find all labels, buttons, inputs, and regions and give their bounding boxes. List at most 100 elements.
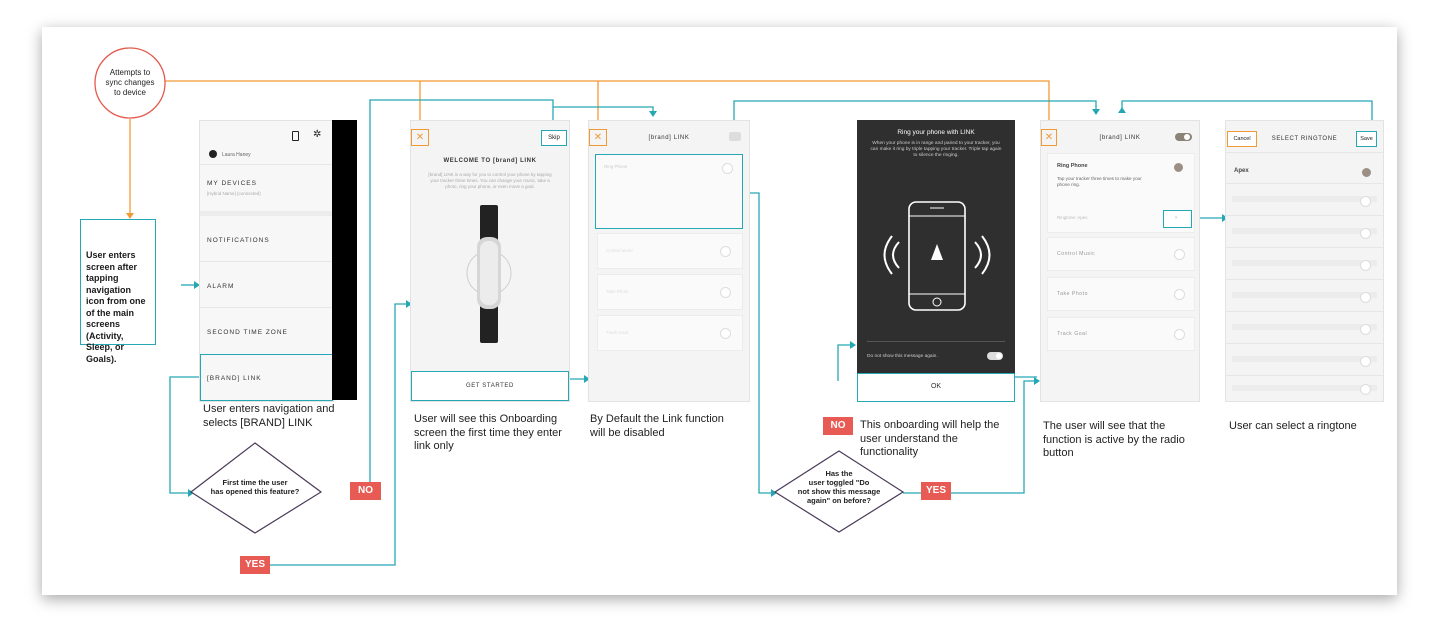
menu-notifications[interactable]: NOTIFICATIONS [207, 237, 270, 244]
onboarding-title: WELCOME TO [brand] LINK [443, 158, 537, 164]
flow-board: First time the user has opened this feat… [42, 27, 1397, 595]
screen-edge-shadow [332, 120, 357, 400]
ringtone-title: SELECT RINGTONE [1271, 136, 1338, 142]
nav-caption: User enters navigation and selects [BRAN… [203, 403, 335, 429]
menu-alarm[interactable]: ALARM [207, 283, 235, 290]
take-photo-card-title: Take Photo [606, 289, 629, 294]
phone-icon[interactable] [292, 131, 299, 141]
decision1-line2: has opened this feature? [211, 487, 300, 496]
start-line1: Attempts to [110, 68, 151, 77]
gear-icon[interactable]: ✲ [313, 129, 322, 140]
take-photo-radio[interactable] [1174, 289, 1185, 300]
take-photo-card[interactable]: Take Photo [1047, 277, 1195, 311]
ringtone-option-radio[interactable] [1360, 384, 1371, 395]
decision2-line1: Has the [825, 469, 852, 478]
control-music-card-title: Control Music [606, 248, 634, 253]
ok-button[interactable]: OK [857, 373, 1015, 402]
control-music-card[interactable]: Control Music [1047, 237, 1195, 271]
ringtone-option-radio[interactable] [1360, 324, 1371, 335]
close-icon[interactable]: ✕ [589, 129, 607, 146]
menu-second-time-zone[interactable]: SECOND TIME ZONE [207, 329, 288, 336]
user-name: Laura Haney [222, 152, 251, 158]
flow-connectors: First time the user has opened this feat… [94, 47, 1373, 566]
close-icon[interactable]: ✕ [411, 129, 429, 146]
link-disabled-screen: ✕ [brand] LINK Ring Phone Control Music … [588, 120, 750, 402]
get-started-button[interactable]: GET STARTED [411, 371, 569, 401]
ring-modal-body: When your phone is in range and paired t… [870, 141, 1002, 159]
ringtone-selected-radio[interactable] [1362, 168, 1371, 177]
watch-illustration [466, 205, 512, 343]
ring-modal-caption: This onboarding will help the user under… [860, 419, 1000, 458]
ringtone-screen: Cancel SELECT RINGTONE Save Apex [1225, 120, 1384, 402]
ringtone-option-radio[interactable] [1360, 228, 1371, 239]
onboarding-screen: ✕ Skip WELCOME TO [brand] LINK [brand] L… [410, 120, 570, 402]
modal-divider [867, 341, 1005, 342]
ringtone-select-button[interactable]: › [1163, 210, 1192, 228]
ring-phone-radio-active[interactable] [1174, 163, 1183, 172]
ringtone-option-radio[interactable] [1360, 260, 1371, 271]
badge-yes-1: YES [240, 556, 270, 574]
badge-no-1: NO [350, 482, 381, 500]
ringtone-option-radio[interactable] [1360, 356, 1371, 367]
ringtone-row-label: Ringtone: Apex [1057, 215, 1088, 220]
entry-note-box: User enters screen after tapping navigat… [80, 219, 156, 364]
device-subtitle: [Hybrid Name] (connected) [207, 191, 261, 196]
ringtone-selected[interactable]: Apex [1234, 168, 1249, 174]
ringtone-option[interactable] [1232, 196, 1377, 202]
ringtone-option-radio[interactable] [1360, 196, 1371, 207]
menu-my-devices[interactable]: MY DEVICES [207, 180, 257, 187]
link-active-title: [brand] LINK [1099, 135, 1141, 141]
ringtone-option[interactable] [1232, 292, 1377, 298]
decision2-line3: not show this message [798, 487, 881, 496]
ok-label: OK [930, 383, 942, 390]
track-goal-card[interactable]: Track Goal [1047, 317, 1195, 351]
badge-yes-2: YES [921, 482, 951, 500]
ring-modal-screen: Ring your phone with LINK When your phon… [857, 120, 1015, 373]
take-photo-title: Take Photo [1057, 291, 1088, 297]
take-photo-radio[interactable] [720, 287, 731, 298]
ring-phone-card-title: Ring Phone [604, 164, 628, 169]
ring-phone-card[interactable]: Ring Phone [595, 154, 743, 229]
onboarding-caption: User will see this Onboarding screen the… [414, 413, 562, 452]
chevron-right-icon: › [1175, 215, 1177, 221]
track-goal-radio[interactable] [1174, 329, 1185, 340]
ring-phone-radio[interactable] [722, 163, 733, 174]
control-music-card[interactable]: Control Music [597, 233, 743, 269]
ringtone-option[interactable] [1232, 385, 1377, 391]
dont-show-label: Do not show this message again. [867, 354, 938, 359]
cancel-button[interactable]: Cancel [1227, 131, 1257, 147]
ringtone-option[interactable] [1232, 260, 1377, 266]
decision2-line2: user toggled "Do [809, 478, 870, 487]
skip-button[interactable]: Skip [541, 130, 567, 146]
ringtone-caption: User can select a ringtone [1229, 420, 1357, 432]
close-icon[interactable]: ✕ [1041, 129, 1057, 146]
entry-note-text: User enters screen after tapping navigat… [86, 250, 146, 364]
decision2-line4: again" on before? [807, 496, 871, 505]
menu-brand-link[interactable]: [BRAND] LINK [200, 354, 333, 401]
save-button[interactable]: Save [1356, 131, 1377, 147]
track-goal-card[interactable]: Track Goal [597, 315, 743, 351]
link-toggle-on[interactable] [1175, 133, 1192, 141]
ring-phone-illustration [883, 201, 991, 311]
dont-show-toggle[interactable] [987, 352, 1003, 360]
start-line2: sync changes [106, 78, 155, 87]
control-music-radio[interactable] [720, 246, 731, 257]
ring-phone-desc: Tap your tracker three times to make you… [1057, 176, 1142, 187]
track-goal-card-title: Track Goal [606, 330, 628, 335]
track-goal-radio[interactable] [720, 328, 731, 339]
link-active-screen: ✕ [brand] LINK Ring Phone Tap your track… [1040, 120, 1200, 402]
ringtone-option[interactable] [1232, 356, 1377, 362]
ringtone-option-radio[interactable] [1360, 292, 1371, 303]
take-photo-card[interactable]: Take Photo [597, 274, 743, 310]
menu-brand-link-label: [BRAND] LINK [207, 375, 262, 382]
link-toggle-off[interactable] [729, 132, 741, 141]
avatar [209, 150, 217, 158]
get-started-label: GET STARTED [466, 383, 514, 389]
ringtone-option[interactable] [1232, 228, 1377, 234]
nav-screen: ✲ Laura Haney MY DEVICES [Hybrid Name] (… [199, 120, 334, 402]
onboarding-body: [brand] LINK is a way for you to control… [428, 172, 552, 189]
control-music-radio[interactable] [1174, 249, 1185, 260]
ringtone-option[interactable] [1232, 324, 1377, 330]
track-goal-title: Track Goal [1057, 331, 1088, 337]
control-music-title: Control Music [1057, 251, 1096, 257]
